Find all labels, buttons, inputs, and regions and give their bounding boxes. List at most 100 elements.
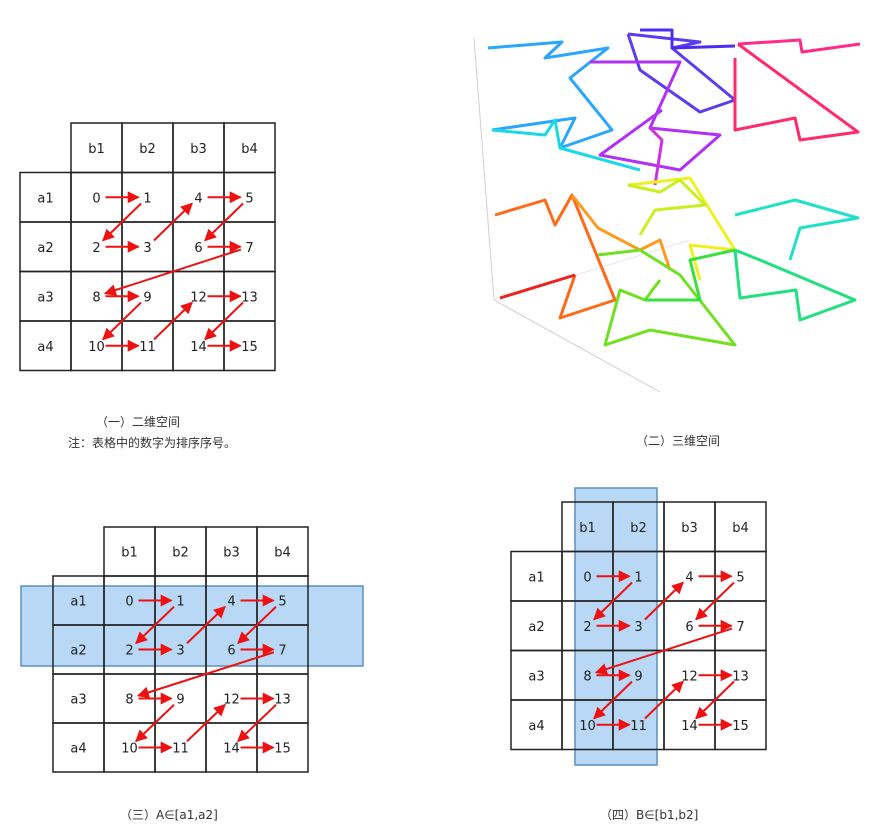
order-number: 3	[634, 620, 642, 635]
caption-2d-space: （一）二维空间	[96, 415, 181, 429]
order-arrow	[695, 581, 735, 621]
order-number: 3	[143, 241, 151, 256]
order-number: 7	[278, 644, 286, 659]
row-header-label: a4	[528, 719, 544, 734]
column-header-label: b2	[630, 521, 647, 536]
row-header-label: a1	[70, 595, 86, 610]
order-number: 0	[583, 570, 591, 585]
order-number: 9	[634, 669, 642, 684]
order-number: 12	[681, 669, 698, 684]
order-number: 4	[685, 570, 693, 585]
order-arrow	[594, 627, 733, 675]
order-arrow	[204, 301, 244, 341]
order-number: 3	[176, 644, 184, 659]
order-number: 14	[223, 742, 240, 757]
order-arrow	[135, 704, 175, 743]
order-number: 12	[223, 693, 240, 708]
row-header-label: a1	[528, 570, 544, 585]
order-number: 6	[685, 620, 693, 635]
order-arrow	[593, 581, 633, 621]
order-arrow	[153, 301, 193, 341]
order-arrow	[153, 202, 193, 242]
order-number: 11	[172, 742, 189, 757]
column-header-label: b3	[190, 142, 207, 157]
column-header-label: b1	[88, 142, 105, 157]
caption-3d-space: （二）三维空间	[636, 434, 721, 448]
column-header-label: b4	[732, 521, 749, 536]
order-number: 15	[732, 719, 749, 734]
column-header-label: b3	[223, 546, 240, 561]
order-number: 7	[245, 241, 253, 256]
order-number: 8	[125, 693, 133, 708]
order-number: 4	[194, 191, 202, 206]
column-header-label: b4	[274, 546, 291, 561]
order-number: 13	[274, 693, 291, 708]
order-arrow	[644, 680, 684, 720]
order-number: 8	[583, 669, 591, 684]
caption-note: 注：表格中的数字为排序序号。	[68, 436, 237, 450]
order-number: 2	[583, 620, 591, 635]
column-header-label: b2	[139, 142, 156, 157]
order-number: 1	[143, 191, 151, 206]
order-number: 10	[579, 719, 596, 734]
order-number: 10	[88, 340, 105, 355]
order-number: 9	[176, 693, 184, 708]
order-number: 1	[176, 595, 184, 610]
order-number: 2	[125, 644, 133, 659]
highlight-region	[20, 585, 364, 667]
order-number: 5	[245, 191, 253, 206]
order-number: 7	[736, 620, 744, 635]
order-arrow	[644, 581, 684, 621]
order-number: 4	[227, 595, 235, 610]
order-arrow	[695, 680, 735, 720]
column-header-label: b4	[241, 142, 258, 157]
caption-range-b: （四）B∈[b1,b2]	[600, 808, 699, 822]
order-number: 0	[92, 191, 100, 206]
order-number: 5	[278, 595, 286, 610]
caption-range-a: （三）A∈[a1,a2]	[120, 808, 218, 822]
order-number: 15	[241, 340, 258, 355]
order-number: 11	[139, 340, 156, 355]
order-number: 6	[194, 241, 202, 256]
order-number: 6	[227, 644, 235, 659]
column-header-label: b1	[579, 521, 596, 536]
order-arrow	[237, 606, 277, 645]
order-arrow	[186, 605, 226, 644]
order-number: 9	[143, 290, 151, 305]
order-number: 1	[634, 570, 642, 585]
order-number: 8	[92, 290, 100, 305]
order-arrow	[136, 651, 275, 699]
panel-3d-space	[473, 28, 861, 393]
row-header-label: a1	[37, 191, 53, 206]
order-number: 10	[121, 742, 138, 757]
order-arrow	[135, 606, 175, 645]
order-number: 0	[125, 595, 133, 610]
order-number: 14	[681, 719, 698, 734]
row-header-label: a4	[70, 742, 86, 757]
column-header-label: b2	[172, 546, 189, 561]
column-header-label: b3	[681, 521, 698, 536]
order-number: 15	[274, 742, 291, 757]
order-number: 13	[732, 669, 749, 684]
order-arrow	[237, 704, 277, 743]
row-header-label: a3	[528, 669, 544, 684]
order-number: 13	[241, 290, 258, 305]
order-arrow	[204, 202, 244, 242]
order-number: 5	[736, 570, 744, 585]
row-header-label: a2	[70, 644, 86, 659]
row-header-label: a3	[70, 693, 86, 708]
column-header-label: b1	[121, 546, 138, 561]
row-header-label: a4	[37, 340, 53, 355]
order-number: 12	[190, 290, 207, 305]
order-arrow	[103, 248, 242, 296]
order-arrow	[102, 301, 142, 341]
order-arrow	[593, 680, 633, 720]
order-number: 2	[92, 241, 100, 256]
order-number: 14	[190, 340, 207, 355]
order-number: 11	[630, 719, 647, 734]
order-arrow	[186, 703, 226, 742]
row-header-label: a3	[37, 290, 53, 305]
